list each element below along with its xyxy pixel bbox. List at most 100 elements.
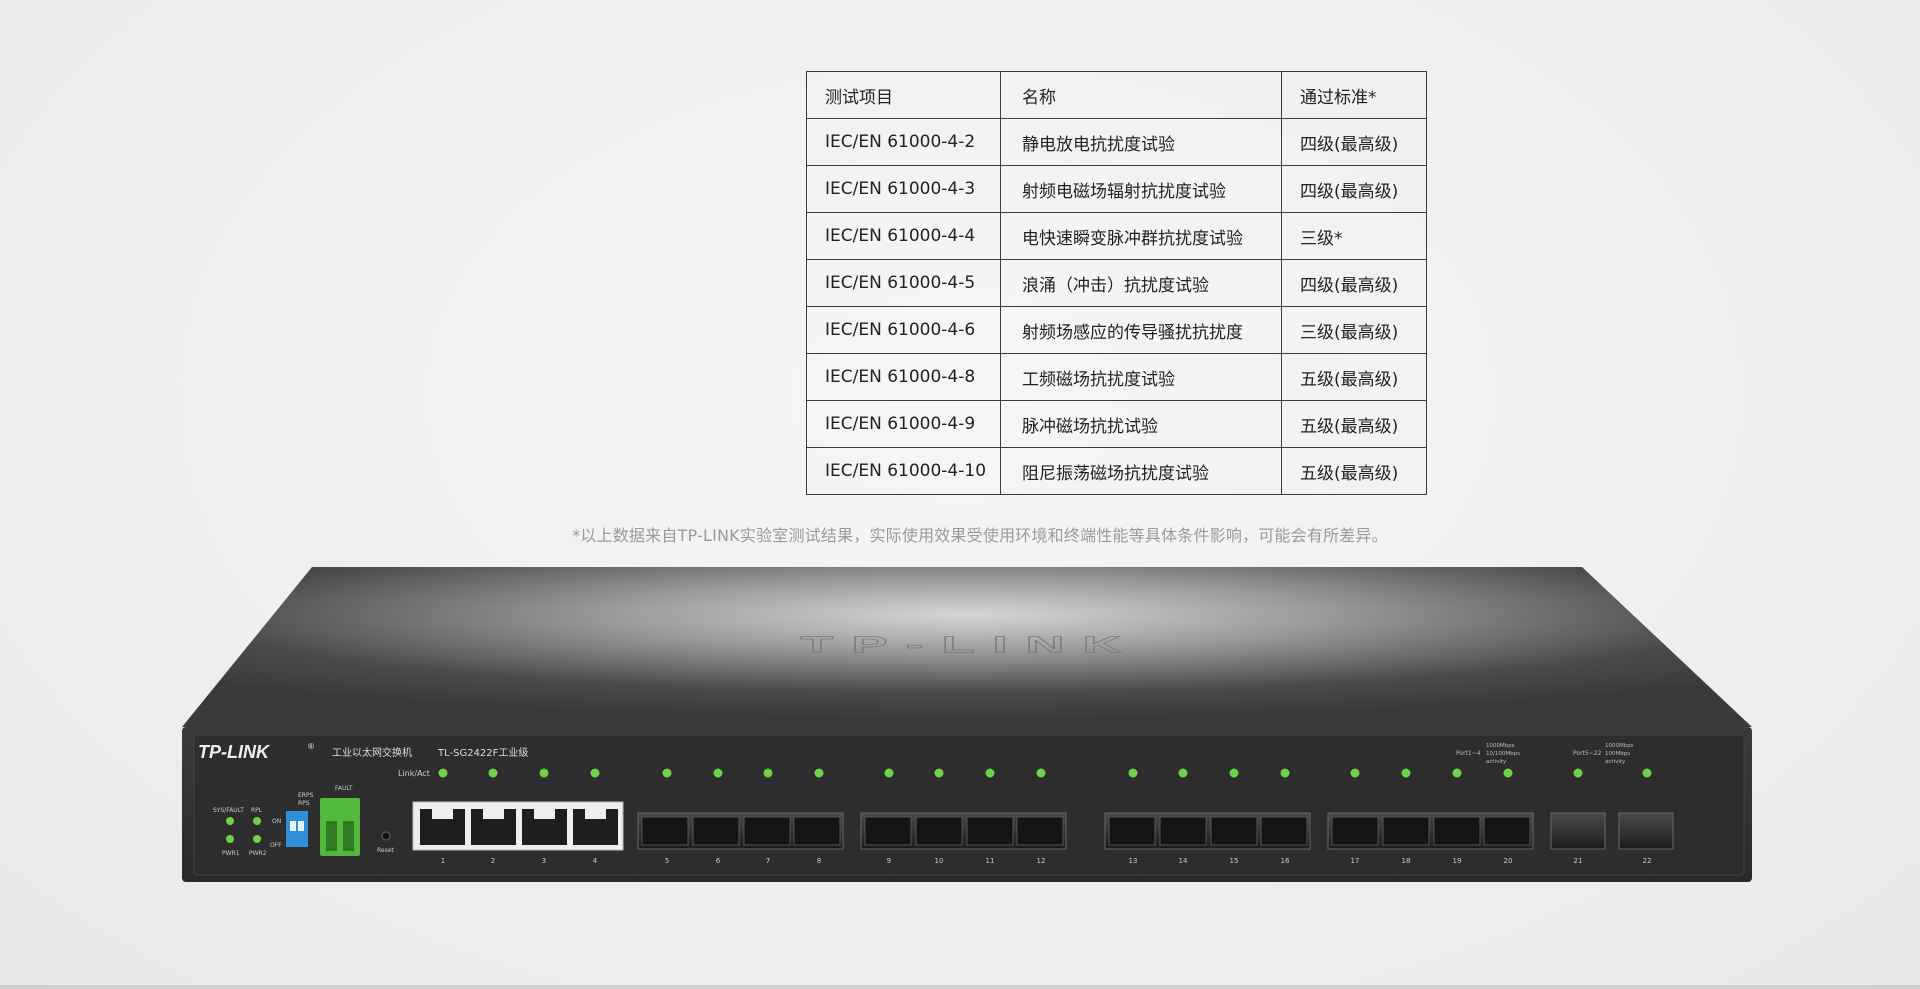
sfp-port[interactable]	[1382, 816, 1430, 846]
table-row: IEC/EN 61000-4-8 工频磁场抗扰度试验 五级(最高级)	[806, 353, 1427, 401]
footnote: *以上数据来自TP-LINK实验室测试结果，实际使用效果受使用环境和终端性能等具…	[572, 526, 1388, 545]
sfp-port[interactable]	[1210, 816, 1258, 846]
front-brand-logo: TP-LINK	[198, 742, 271, 762]
cell-name: 射频电磁场辐射抗扰度试验	[1000, 165, 1282, 213]
cell-test-item: IEC/EN 61000-4-5	[806, 259, 1001, 307]
cell-name: 工频磁场抗扰度试验	[1000, 353, 1282, 401]
bottom-divider	[0, 985, 1920, 989]
port-number: 13	[1129, 857, 1138, 865]
cell-name: 浪涌（冲击）抗扰度试验	[1000, 259, 1282, 307]
port-number: 5	[665, 857, 669, 865]
dip-off-label: OFF	[270, 842, 282, 849]
rj45-port-group	[412, 801, 624, 851]
rj45-notch	[534, 809, 555, 819]
port-number: 15	[1230, 857, 1239, 865]
port-number: 12	[1037, 857, 1046, 865]
cell-standard: 四级(最高级)	[1281, 118, 1427, 166]
dip-switch-lever-2[interactable]	[298, 821, 304, 831]
dip-switch[interactable]	[286, 811, 308, 847]
sfp-port[interactable]	[1159, 816, 1207, 846]
cell-name: 脉冲磁场抗扰试验	[1000, 400, 1282, 448]
port-number: 11	[986, 857, 995, 865]
port-led	[1503, 768, 1513, 778]
legend-b-title: Port5~22	[1573, 750, 1602, 757]
sfp-port[interactable]	[1108, 816, 1156, 846]
sfp-port[interactable]	[793, 816, 841, 846]
cell-test-item: IEC/EN 61000-4-3	[806, 165, 1001, 213]
rps-label: RPS	[298, 800, 310, 807]
cell-name: 阻尼振荡磁场抗扰度试验	[1000, 447, 1282, 495]
cell-test-item: IEC/EN 61000-4-10	[806, 447, 1001, 495]
cell-standard: 四级(最高级)	[1281, 259, 1427, 307]
rj45-notch	[585, 809, 606, 819]
port-number: 1	[441, 857, 445, 865]
sfp-port[interactable]	[1260, 816, 1308, 846]
sfp-port[interactable]	[1331, 816, 1379, 846]
cell-standard: 五级(最高级)	[1281, 353, 1427, 401]
device-model: TL-SG2422F工业级	[437, 747, 528, 759]
port-number-row: 1 2 3 4 5 6 7 8 9 10 11 12 13 14 15 16 1…	[441, 857, 1652, 865]
legend-b-item: 100Mbps	[1605, 751, 1630, 757]
header-name: 名称	[1000, 71, 1282, 119]
cell-standard: 五级(最高级)	[1281, 400, 1427, 448]
table-row: IEC/EN 61000-4-9 脉冲磁场抗扰试验 五级(最高级)	[806, 400, 1427, 448]
table-row: IEC/EN 61000-4-10 阻尼振荡磁场抗扰度试验 五级(最高级)	[806, 447, 1427, 495]
sfp-group-13-16	[1104, 812, 1311, 850]
table-row: IEC/EN 61000-4-5 浪涌（冲击）抗扰度试验 四级(最高级)	[806, 259, 1427, 307]
port-number: 19	[1453, 857, 1462, 865]
table-header-row: 测试项目 名称 通过标准*	[806, 71, 1427, 119]
sfp-group-5-8	[637, 812, 844, 850]
port-led	[590, 768, 600, 778]
legend-a-item: 1000Mbps	[1486, 743, 1515, 749]
legend-a-title: Port1~4	[1456, 750, 1481, 757]
pwr2-label: PWR2	[249, 850, 267, 857]
header-test-item: 测试项目	[806, 71, 1001, 119]
legend-a-item: activity	[1486, 759, 1507, 765]
sfp-port[interactable]	[1550, 812, 1606, 850]
sfp-port[interactable]	[1016, 816, 1064, 846]
pwr1-led	[226, 835, 234, 843]
sfp-port[interactable]	[1433, 816, 1481, 846]
port-number: 6	[716, 857, 721, 865]
rj45-notch	[432, 809, 453, 819]
sfp-port[interactable]	[1618, 812, 1674, 850]
pwr1-label: PWR1	[222, 850, 240, 857]
table-row: IEC/EN 61000-4-2 静电放电抗扰度试验 四级(最高级)	[806, 118, 1427, 166]
port-led	[884, 768, 894, 778]
reset-button[interactable]	[381, 831, 391, 841]
sfp-port[interactable]	[966, 816, 1014, 846]
cell-name: 电快速瞬变脉冲群抗扰度试验	[1000, 212, 1282, 260]
fault-label: FAULT	[335, 785, 353, 792]
cell-name: 静电放电抗扰度试验	[1000, 118, 1282, 166]
port-number: 22	[1643, 857, 1652, 865]
rj45-notch	[483, 809, 504, 819]
header-standard: 通过标准*	[1281, 71, 1427, 119]
cell-test-item: IEC/EN 61000-4-2	[806, 118, 1001, 166]
sfp-port[interactable]	[915, 816, 963, 846]
port-led	[1036, 768, 1046, 778]
sfp-port[interactable]	[641, 816, 689, 846]
cell-test-item: IEC/EN 61000-4-9	[806, 400, 1001, 448]
sfp-group-17-20	[1327, 812, 1534, 850]
port-number: 9	[887, 857, 891, 865]
port-led	[1401, 768, 1411, 778]
sfp-port[interactable]	[1483, 816, 1531, 846]
port-led	[1573, 768, 1583, 778]
port-led	[488, 768, 498, 778]
sfp-port[interactable]	[692, 816, 740, 846]
trademark-mark: ®	[308, 742, 314, 751]
port-led	[985, 768, 995, 778]
test-results-table: 测试项目 名称 通过标准* IEC/EN 61000-4-2 静电放电抗扰度试验…	[806, 71, 1427, 495]
dip-switch-lever-1[interactable]	[290, 821, 296, 831]
port-number: 21	[1574, 857, 1583, 865]
port-led	[662, 768, 672, 778]
cell-standard: 三级(最高级)	[1281, 306, 1427, 354]
port-led	[1642, 768, 1652, 778]
table-row: IEC/EN 61000-4-3 射频电磁场辐射抗扰度试验 四级(最高级)	[806, 165, 1427, 213]
sfp-port[interactable]	[743, 816, 791, 846]
rpl-led	[253, 817, 261, 825]
port-led-row	[438, 768, 1652, 778]
pwr2-led	[253, 835, 261, 843]
sfp-port[interactable]	[864, 816, 912, 846]
link-act-label: Link/Act	[398, 769, 430, 778]
